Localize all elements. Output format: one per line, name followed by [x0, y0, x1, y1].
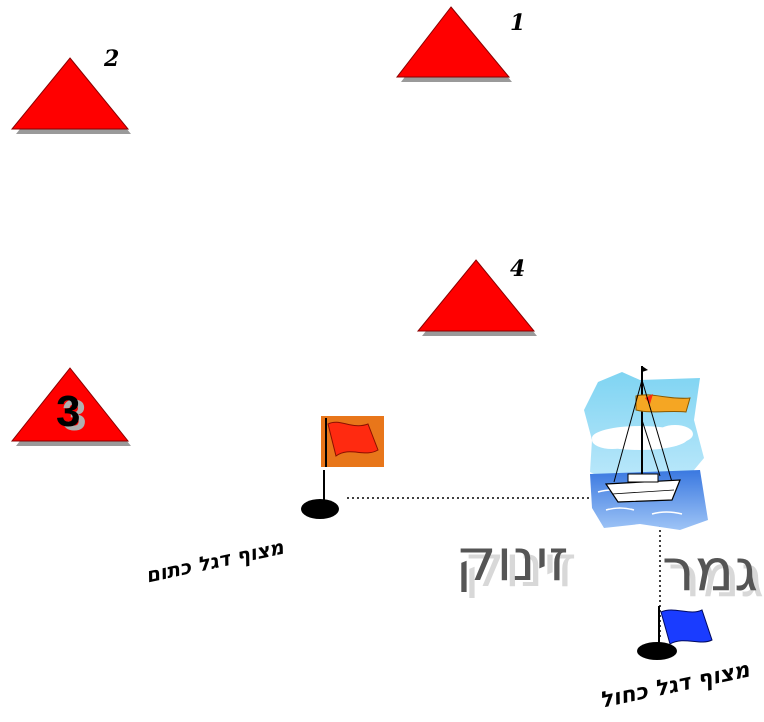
start-label-text: זינוק [455, 526, 568, 594]
sailboat-clipart [584, 366, 708, 530]
buoy-1-number: 1 [510, 10, 525, 36]
buoy-4: 4 [418, 256, 537, 336]
orange-buoy-marker [301, 499, 339, 519]
orange-flag-buoy [301, 416, 384, 519]
orange-flag-buoy-label: מצוף דגל כתום [143, 535, 286, 588]
finish-label: גמר גמר [662, 536, 764, 610]
buoy-4-number: 4 [510, 256, 525, 282]
buoy-3: 3 3 [12, 368, 131, 446]
buoy-2-number: 2 [103, 46, 119, 72]
buoy-1: 1 [397, 7, 525, 82]
finish-label-text: גמר [662, 536, 758, 604]
buoy-2: 2 [12, 46, 131, 134]
blue-buoy-marker [637, 642, 677, 660]
blue-flag-icon [661, 610, 712, 644]
buoy-3-number: 3 [56, 387, 80, 436]
blue-flag-buoy-label: מצוף דגל כחול [597, 657, 752, 713]
blue-flag-buoy [637, 606, 712, 660]
start-label: זינוק זינוק [455, 526, 576, 600]
